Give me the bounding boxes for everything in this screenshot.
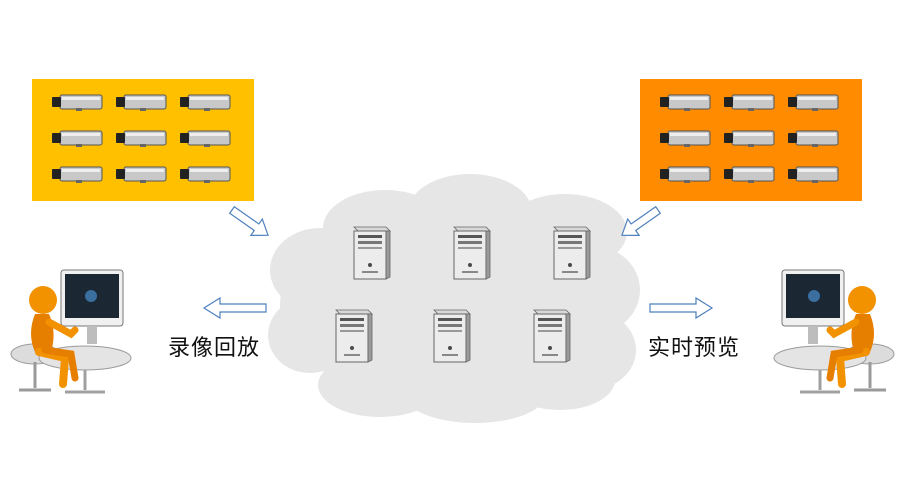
playback-label: 录像回放 — [168, 336, 261, 361]
user-workstation-icon — [10, 269, 132, 394]
camera-panel-right — [640, 79, 862, 201]
camera-icon — [180, 128, 232, 148]
camera-icon — [660, 92, 712, 112]
server-icon — [348, 225, 392, 285]
camera-icon — [180, 92, 232, 112]
camera-icon — [116, 128, 168, 148]
camera-panel-left — [32, 79, 254, 201]
camera-icon — [180, 164, 232, 184]
camera-icon — [52, 164, 104, 184]
arrow-icon — [202, 296, 267, 320]
arrow-icon — [228, 205, 269, 237]
server-icon — [330, 308, 374, 368]
camera-icon — [724, 164, 776, 184]
camera-icon — [52, 128, 104, 148]
camera-icon — [724, 128, 776, 148]
user-workstation-icon — [773, 269, 895, 394]
camera-icon — [116, 164, 168, 184]
camera-icon — [788, 92, 840, 112]
arrow-icon — [621, 205, 662, 237]
network-cloud — [268, 174, 640, 423]
camera-grid — [52, 92, 242, 188]
live-preview-label: 实时预览 — [648, 336, 741, 361]
camera-grid — [660, 92, 850, 188]
server-icon — [528, 308, 572, 368]
server-icon — [448, 225, 492, 285]
server-icon — [548, 225, 592, 285]
camera-icon — [788, 164, 840, 184]
camera-icon — [660, 164, 712, 184]
server-icon — [428, 308, 472, 368]
arrow-icon — [649, 296, 714, 320]
camera-icon — [660, 128, 712, 148]
camera-icon — [116, 92, 168, 112]
camera-icon — [724, 92, 776, 112]
camera-icon — [788, 128, 840, 148]
camera-icon — [52, 92, 104, 112]
